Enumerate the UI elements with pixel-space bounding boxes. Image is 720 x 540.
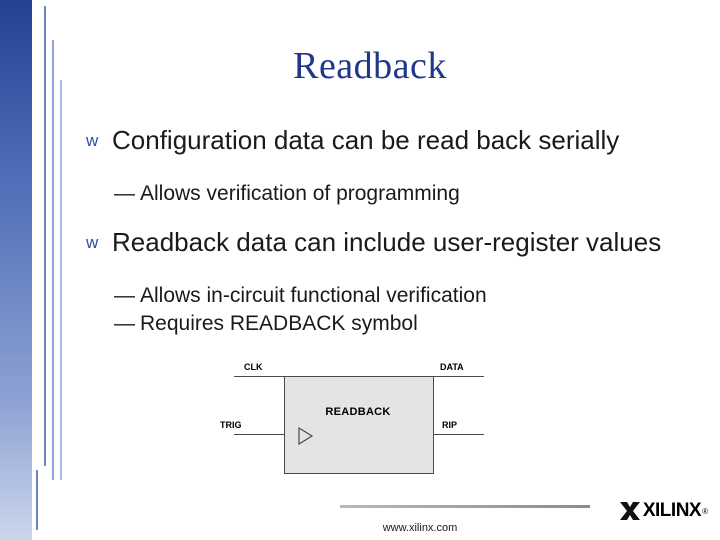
bullet-item-1: w Configuration data can be read back se… — [86, 124, 706, 156]
pin-label-rip: RIP — [442, 420, 458, 430]
registered-mark-icon: ® — [702, 506, 708, 516]
dash-marker-icon: — — [114, 312, 135, 335]
bullet-item-3: w Readback data can include user-registe… — [86, 226, 706, 258]
pin-wire-trig — [234, 434, 284, 435]
page-title: Readback — [293, 45, 447, 87]
pin-label-trig: TRIG — [220, 420, 242, 430]
footer-divider — [340, 505, 590, 508]
accent-line-1 — [44, 6, 46, 466]
xilinx-logo: XILINX ® — [619, 500, 708, 522]
slide-accent-band-gradient — [0, 0, 32, 540]
bullet-marker-icon: w — [86, 131, 99, 150]
dash-marker-icon: — — [114, 284, 135, 307]
bullet-marker-icon: w — [86, 233, 99, 252]
accent-line-2 — [52, 40, 54, 480]
bullet-text-3: Readback data can include user-register … — [112, 227, 662, 257]
dash-marker-icon: — — [114, 182, 135, 205]
bullet-text-5: Requires READBACK symbol — [140, 312, 418, 335]
accent-line-4 — [36, 470, 38, 530]
slide-body: w Configuration data can be read back se… — [86, 124, 706, 338]
pin-label-clk: CLK — [244, 362, 263, 372]
spacer-2 — [86, 208, 706, 226]
readback-symbol-diagram: READBACK CLK TRIG DATA RIP — [206, 352, 506, 482]
xilinx-logo-text: XILINX — [642, 500, 702, 521]
readback-symbol-label: READBACK — [325, 406, 391, 418]
xilinx-mark-icon — [619, 501, 641, 521]
pin-label-data: DATA — [440, 362, 464, 372]
slide-accent-band — [0, 0, 32, 540]
readback-symbol-body — [284, 376, 434, 474]
bullet-item-2: — Allows verification of programming — [86, 180, 706, 208]
bullet-text-1: Configuration data can be read back seri… — [112, 125, 620, 155]
bullet-item-4: — Allows in-circuit functional verificat… — [86, 282, 706, 310]
bullet-item-5: — Requires READBACK symbol — [86, 310, 706, 338]
pin-wire-clk — [234, 376, 284, 377]
pin-wire-data — [432, 376, 484, 377]
clock-edge-triangle-icon — [286, 427, 314, 445]
accent-line-3 — [60, 80, 62, 480]
pin-wire-rip — [432, 434, 484, 435]
footer-url: www.xilinx.com — [382, 522, 458, 534]
spacer-1 — [86, 158, 706, 180]
spacer-3 — [86, 260, 706, 282]
bullet-text-4: Allows in-circuit functional verificatio… — [140, 284, 487, 307]
bullet-text-2: Allows verification of programming — [140, 182, 460, 205]
